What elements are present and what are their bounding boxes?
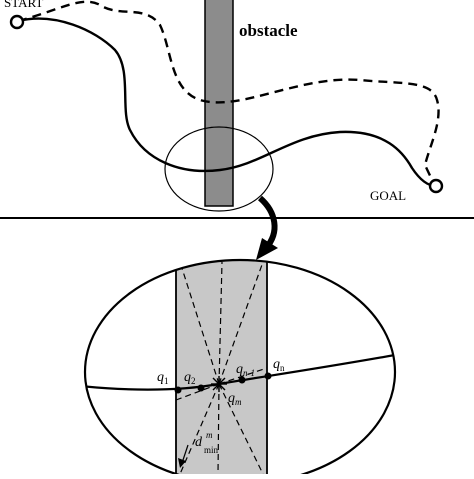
label-q2: q2	[184, 370, 196, 386]
label-dmin-sub: min	[204, 445, 219, 455]
point-qn-1	[238, 376, 246, 384]
point-qm	[211, 376, 227, 392]
distance-ray	[218, 261, 264, 385]
start-label: START	[4, 0, 43, 10]
overview-panel: START obstacle GOAL	[0, 0, 474, 219]
zoom-ellipse	[83, 258, 397, 479]
label-q1: q1	[157, 370, 169, 386]
distance-ray	[175, 383, 220, 401]
label-qm: qm	[228, 391, 242, 407]
planned-path-dashed	[17, 0, 440, 185]
optimized-path-solid	[17, 17, 437, 188]
label-dmin-sup: m	[206, 430, 213, 440]
zoom-region	[164, 126, 274, 212]
label-qn-1: qn-1	[236, 362, 255, 378]
obstacle-label: obstacle	[239, 21, 298, 40]
d-min-arrow	[178, 444, 189, 468]
distance-ray	[179, 383, 220, 475]
start-marker	[9, 14, 25, 30]
goal-marker	[428, 178, 444, 194]
label-dmin: d	[195, 435, 203, 450]
distance-ray	[217, 383, 220, 475]
zoom-arrow	[256, 195, 278, 260]
distance-ray	[218, 367, 268, 385]
point-qn	[264, 372, 272, 380]
goal-label: GOAL	[370, 188, 406, 203]
label-qn: qn	[273, 357, 285, 373]
overview-frame	[0, 0, 474, 219]
point-q2	[197, 384, 205, 392]
zoom-panel: q1 q2 qn-1 qn qm d m min	[83, 258, 397, 479]
distance-ray	[179, 261, 220, 385]
distance-ray	[218, 383, 264, 475]
distance-ray	[218, 261, 223, 385]
point-q1	[174, 386, 182, 394]
